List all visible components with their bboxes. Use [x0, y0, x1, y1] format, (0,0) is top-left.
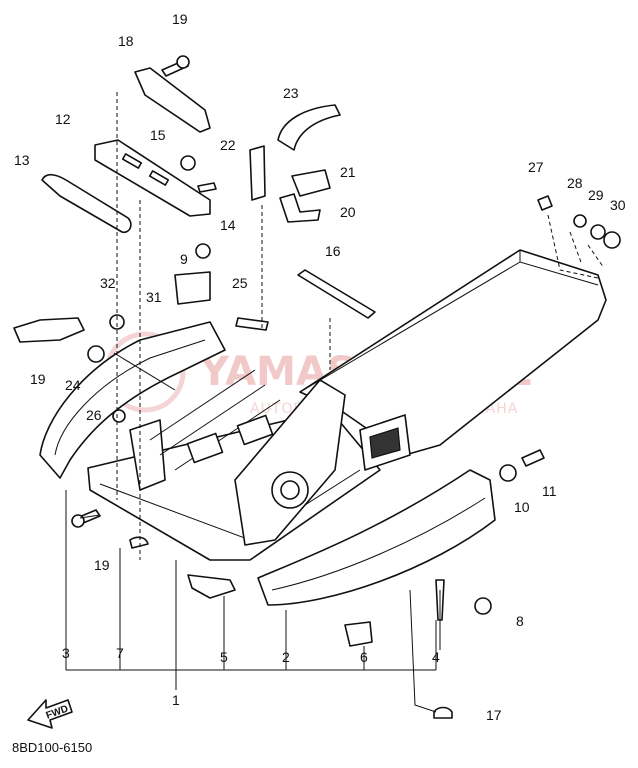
callout-20: 19 — [30, 371, 46, 387]
callout-numbers: 19 18 12 15 13 14 23 22 21 20 16 9 32 31… — [14, 11, 626, 723]
callout-15: 15 — [150, 127, 166, 143]
callout-9: 9 — [180, 251, 188, 267]
callout-25: 24 — [65, 377, 81, 393]
callout-30: 29 — [588, 187, 604, 203]
frame-illustration — [39, 249, 607, 606]
part-code: 8BD100-6150 — [12, 740, 92, 755]
callout-7: 7 — [116, 645, 124, 661]
callout-14: 14 — [220, 217, 236, 233]
loose-parts — [13, 55, 621, 719]
callout-11: 11 — [542, 483, 557, 499]
leader-lines — [79, 92, 605, 713]
callout-16: 16 — [325, 243, 341, 259]
callout-6: 6 — [360, 649, 368, 665]
callout-29: 28 — [567, 175, 583, 191]
callout-4: 4 — [432, 649, 440, 665]
callout-27: 26 — [86, 407, 102, 423]
callout-1: 1 — [172, 692, 180, 708]
callout-21: 20 — [340, 204, 356, 220]
callout-5: 5 — [220, 649, 228, 665]
callout-31: 30 — [610, 197, 626, 213]
callout-17: 17 — [486, 707, 502, 723]
callout-2: 2 — [282, 649, 290, 665]
fwd-arrow-icon: FWD — [27, 699, 73, 729]
callout-13: 13 — [14, 152, 30, 168]
callout-24: 23 — [283, 85, 299, 101]
callout-19-bottom: 19 — [94, 557, 110, 573]
callout-32: 31 — [146, 289, 162, 305]
callout-22: 21 — [340, 164, 356, 180]
callout-3: 3 — [62, 645, 70, 661]
callout-23: 22 — [220, 137, 236, 153]
callout-8: 8 — [516, 613, 524, 629]
callout-19-top: 19 — [172, 11, 188, 27]
callout-10: 10 — [514, 499, 530, 515]
callout-bracket — [65, 490, 437, 690]
callout-26: 25 — [232, 275, 248, 291]
callout-28: 27 — [528, 159, 544, 175]
callout-33: 32 — [100, 275, 116, 291]
callout-12: 12 — [55, 111, 71, 127]
callout-18: 18 — [118, 33, 134, 49]
